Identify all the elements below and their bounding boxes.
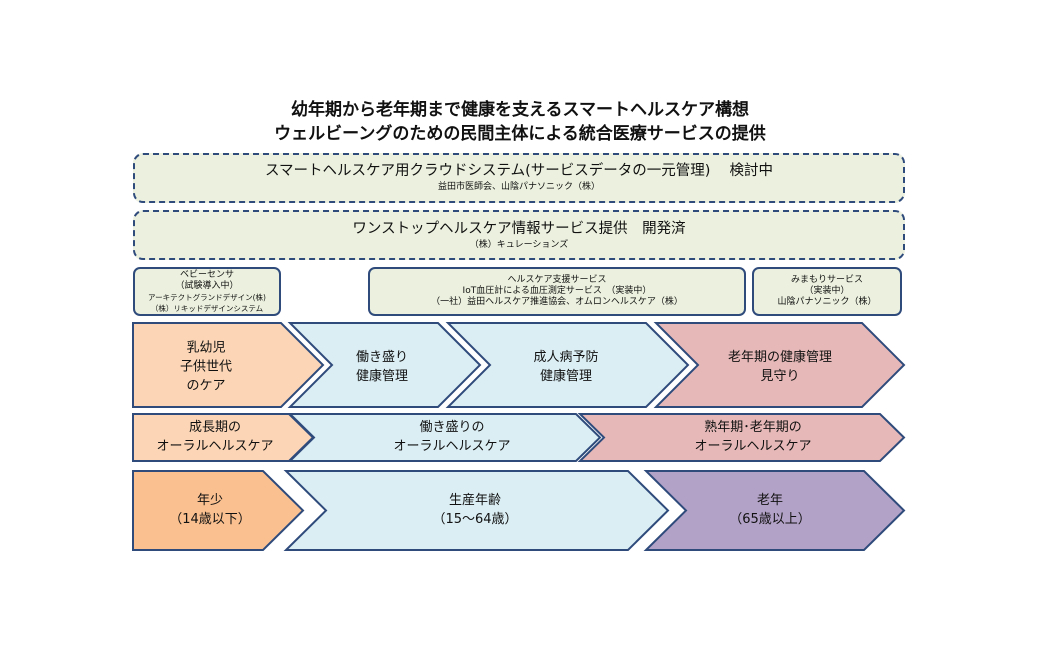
- baby-sensor-title: ベビーセンサ: [179, 269, 234, 280]
- cloud-system-box: スマートヘルスケア用クラウドシステム(サービスデータの一元管理) 検討中 益田市…: [133, 153, 905, 203]
- diagram-title-line1: 幼年期から老年期まで健康を支えるスマートヘルスケア構想: [291, 100, 749, 120]
- oral-working-label: 働き盛りのオーラルヘルスケア: [393, 420, 511, 454]
- oral-arrow-2: [577, 413, 906, 462]
- healthcare-support-service: IoT血圧計による血圧測定サービス （実装中）: [462, 286, 652, 296]
- diagram-title-line2: ウェルビーングのための民間主体による統合医療サービスの提供: [274, 124, 766, 144]
- age-young-label: 年少（14歳以下）: [169, 493, 251, 527]
- cloud-system-label: スマートヘルスケア用クラウドシステム(サービスデータの一元管理) 検討中: [264, 163, 774, 179]
- care-adult-label: 成人病予防健康管理: [533, 350, 599, 384]
- baby-sensor-org1: アーキテクトグランドデザイン(株): [148, 292, 266, 302]
- watch-service-title: みまもりサービス: [790, 275, 863, 285]
- care-arrow-3: [653, 322, 906, 408]
- onestop-service-label: ワンストップヘルスケア情報サービス提供 開発済: [352, 221, 686, 237]
- oral-growth-label: 成長期のオーラルヘルスケア: [156, 420, 274, 454]
- care-arrow-1: [287, 322, 482, 408]
- care-infant-label: 乳幼児子供世代のケア: [179, 340, 233, 394]
- baby-sensor-box: ベビーセンサ （試験導入中） アーキテクトグランドデザイン(株) （株）リキッド…: [133, 267, 281, 316]
- age-elderly-label: 老年（65歳以上）: [729, 493, 811, 527]
- watch-service-box: みまもりサービス （実装中） 山陰パナソニック（株）: [752, 267, 902, 316]
- care-elderly-label: 老年期の健康管理見守り: [727, 350, 833, 384]
- care-arrow-0: [132, 322, 325, 408]
- care-arrow-2: [445, 322, 690, 408]
- cloud-system-org: 益田市医師会、山陰パナソニック（株）: [437, 182, 600, 192]
- onestop-service-org: （株）キュレーションズ: [469, 240, 569, 250]
- baby-sensor-status: （試験導入中）: [175, 280, 239, 291]
- healthcare-support-org: （一社）益田ヘルスケア推進協会、オムロンヘルスケア（株）: [431, 297, 683, 307]
- age-working-label: 生産年齢（15～64歳）: [432, 493, 518, 527]
- age-arrow-1: [283, 470, 670, 551]
- oral-elderly-label: 熟年期･老年期のオーラルヘルスケア: [694, 420, 812, 454]
- healthcare-support-box: ヘルスケア支援サービス IoT血圧計による血圧測定サービス （実装中） （一社）…: [368, 267, 746, 316]
- age-arrow-0: [132, 470, 305, 551]
- age-arrow-2: [643, 470, 906, 551]
- healthcare-support-title: ヘルスケア支援サービス: [507, 275, 607, 285]
- onestop-service-box: ワンストップヘルスケア情報サービス提供 開発済 （株）キュレーションズ: [133, 210, 905, 260]
- watch-service-status: （実装中）: [804, 286, 850, 296]
- oral-arrow-1: [287, 413, 602, 462]
- care-working-label: 働き盛り健康管理: [355, 350, 409, 384]
- baby-sensor-org2: （株）リキッドデザインシステム: [150, 303, 264, 313]
- watch-service-org: 山陰パナソニック（株）: [777, 297, 877, 307]
